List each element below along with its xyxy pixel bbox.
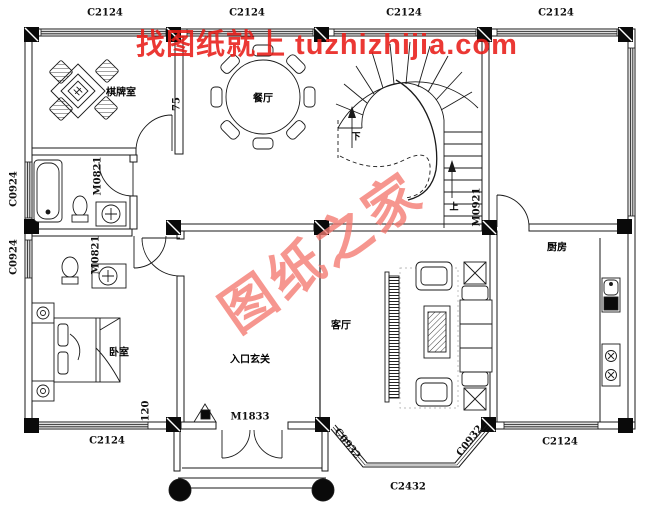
dim-m1833: M1833 bbox=[230, 411, 270, 423]
room-label-bedroom: 卧室 bbox=[109, 347, 129, 359]
dim-c2124-bottom-right: C2124 bbox=[542, 436, 578, 448]
room-label-dining: 餐厅 bbox=[253, 93, 273, 105]
dim-c2124-top-4: C2124 bbox=[538, 7, 574, 19]
dim-75: 75 bbox=[171, 97, 183, 111]
stair-down-label: 下 bbox=[351, 131, 361, 142]
dim-c0924-lower: C0924 bbox=[8, 239, 20, 275]
dim-120: 120 bbox=[140, 400, 152, 422]
room-label-chess: 棋牌室 bbox=[106, 87, 136, 99]
interior-walls bbox=[31, 35, 619, 472]
living-room-furniture bbox=[384, 261, 493, 411]
room-label-entry: 入口玄关 bbox=[230, 354, 270, 366]
bay-window bbox=[330, 424, 492, 468]
door-arcs bbox=[98, 114, 530, 459]
dim-m0821-upper: M0821 bbox=[92, 156, 104, 196]
entrance-porch bbox=[168, 403, 335, 502]
dim-c2124-top-1: C2124 bbox=[87, 7, 123, 19]
room-label-living: 客厅 bbox=[331, 320, 351, 332]
dim-c0924-upper: C0924 bbox=[8, 171, 20, 207]
bedroom-furniture bbox=[31, 302, 121, 402]
dining-furniture bbox=[210, 44, 316, 150]
stair-up-label: 上 bbox=[449, 201, 459, 212]
dim-m0921: M0921 bbox=[471, 187, 483, 227]
staircase bbox=[335, 41, 482, 228]
columns bbox=[24, 27, 633, 433]
watermark-banner: 找图纸就上 tuzhizhijia.com bbox=[136, 29, 518, 61]
dim-c2432: C2432 bbox=[390, 481, 426, 493]
bathroom-fixtures bbox=[33, 159, 127, 289]
dim-c2124-bottom-left: C2124 bbox=[89, 435, 125, 447]
room-label-kitchen: 厨房 bbox=[547, 242, 567, 254]
dim-m0821-lower: M0821 bbox=[90, 235, 102, 275]
kitchen-fixtures bbox=[601, 277, 621, 387]
dim-c2124-top-2: C2124 bbox=[229, 7, 265, 19]
dim-c2124-top-3: C2124 bbox=[386, 7, 422, 19]
chess-room-furniture bbox=[49, 59, 119, 121]
